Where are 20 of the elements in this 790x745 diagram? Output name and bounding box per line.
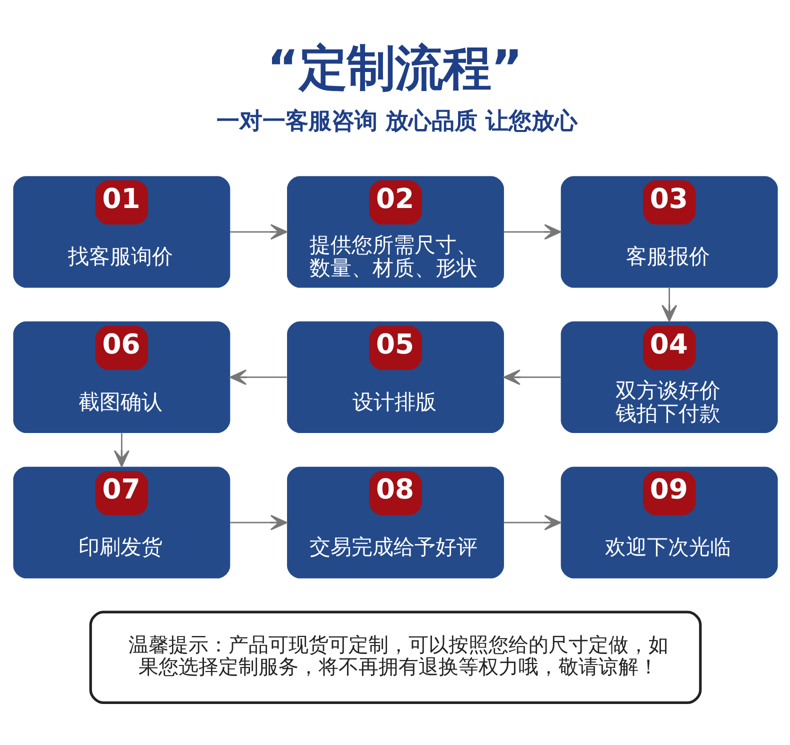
node-box: 09 欢迎下次光临 — [560, 466, 778, 578]
node-box: 02 提供您所需尺寸、数量、材质、形状 — [286, 176, 504, 288]
node-box: 07 印刷发货 — [12, 466, 230, 578]
node-box: 08 交易完成给予好评 — [286, 466, 504, 578]
label: 一对一客服咨询 放心品质 让您放心 — [216, 108, 578, 134]
arrow — [504, 224, 561, 240]
diagram-title: “定制流程” — [266, 40, 522, 96]
node-box: 01 找客服询价 — [12, 176, 230, 288]
node-box: 温馨提示：产品可现货可定制，可以按照您给的尺寸定做，如果您选择定制服务，将不再拥有退换等权力哦，敬请谅解！ — [88, 610, 702, 704]
node-box: 06 截图确认 — [12, 321, 230, 434]
arrow — [502, 369, 560, 386]
arrow — [113, 433, 129, 468]
arrow — [661, 288, 677, 322]
arrow — [230, 514, 287, 530]
node-box: 04 双方谈好价钱拍下付款 — [560, 321, 778, 434]
node-box: 03 客服报价 — [560, 176, 778, 288]
arrow — [229, 369, 286, 386]
arrow — [230, 224, 287, 240]
node-box: 05 设计排版 — [286, 321, 504, 434]
arrow — [504, 514, 561, 530]
